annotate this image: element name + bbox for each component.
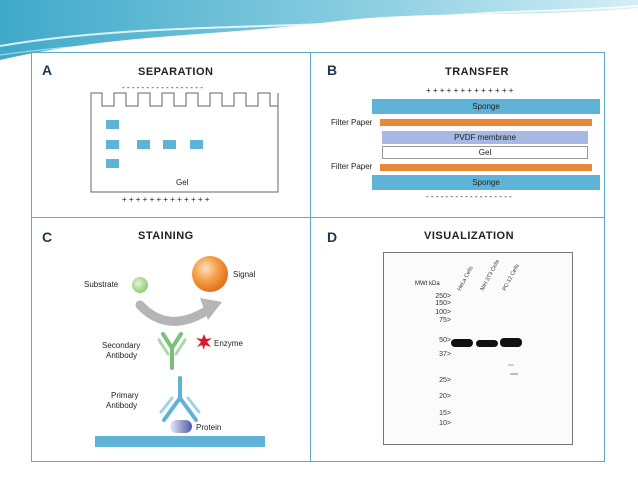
- primary-antibody-icon: [159, 376, 201, 422]
- header-swoosh-decoration: [0, 0, 638, 60]
- substrate-label: Substrate: [84, 280, 119, 289]
- protein-icon: [170, 420, 192, 433]
- panel-letter-d: D: [327, 229, 338, 245]
- marker-label: 15>: [439, 410, 451, 417]
- blot-band: [476, 340, 498, 347]
- gel-outline: [90, 92, 279, 193]
- gel-band: [106, 140, 119, 149]
- filter-paper-top: [380, 119, 592, 126]
- marker-label: 50>: [439, 337, 451, 344]
- primary-antibody-label-line2: Antibody: [106, 401, 138, 410]
- signal-label: Signal: [233, 270, 256, 279]
- gel-label: Gel: [176, 178, 189, 187]
- marker-label: 150>: [435, 300, 451, 307]
- blot-faint-band: [508, 364, 514, 366]
- gel-band: [106, 159, 119, 168]
- panel-title-visualization: VISUALIZATION: [424, 230, 515, 242]
- marker-label: 100>: [435, 309, 451, 316]
- panel-letter-c: C: [42, 229, 53, 245]
- mw-label: MWt kDa: [415, 281, 440, 287]
- panel-divider-vertical: [310, 52, 311, 462]
- blot-faint-band: [510, 373, 518, 375]
- signal-circle: [192, 256, 228, 292]
- marker-label: 37>: [439, 351, 451, 358]
- panel-letter-a: A: [42, 62, 53, 78]
- sponge-top: Sponge: [372, 99, 600, 114]
- marker-label: 75>: [439, 317, 451, 324]
- secondary-antibody-label-line2: Antibody: [106, 351, 138, 360]
- secondary-antibody-label-line1: Secondary: [102, 341, 141, 350]
- positive-charges-top: + + + + + + + + + + + + +: [426, 86, 514, 95]
- filter-paper-bottom: [380, 164, 592, 171]
- blot-band: [500, 338, 522, 347]
- secondary-antibody-icon: [157, 332, 187, 370]
- gel-layer: Gel: [382, 146, 588, 159]
- filter-paper-bottom-label: Filter Paper: [331, 162, 373, 171]
- filter-paper-top-label: Filter Paper: [331, 118, 373, 127]
- gel-band: [190, 140, 203, 149]
- marker-label: 10>: [439, 420, 451, 427]
- negative-charges-bottom: - - - - - - - - - - - - - - - - - -: [426, 192, 512, 201]
- figure-frame: [31, 52, 605, 462]
- reaction-arrow-icon: [135, 300, 213, 326]
- substrate-circle: [132, 277, 148, 293]
- western-blot-image: [383, 252, 573, 445]
- marker-label: 25>: [439, 377, 451, 384]
- primary-antibody-label-line1: Primary: [111, 391, 139, 400]
- membrane-bar: [95, 436, 265, 447]
- gel-band: [137, 140, 150, 149]
- enzyme-icon: [196, 334, 212, 350]
- gel-band: [106, 120, 119, 129]
- panel-divider-horizontal: [31, 217, 605, 218]
- blot-band: [451, 339, 473, 347]
- pvdf-membrane: PVDF membrane: [382, 131, 588, 144]
- sponge-bottom: Sponge: [372, 175, 600, 190]
- enzyme-label: Enzyme: [214, 339, 243, 348]
- negative-charges-top: - - - - - - - - - - - - - - - - -: [122, 83, 203, 92]
- positive-charges-bottom: + + + + + + + + + + + + +: [122, 195, 210, 204]
- panel-title-transfer: TRANSFER: [445, 66, 509, 78]
- panel-letter-b: B: [327, 62, 338, 78]
- protein-label: Protein: [196, 423, 222, 432]
- marker-label: 250>: [435, 293, 451, 300]
- panel-title-separation: SEPARATION: [138, 66, 214, 78]
- panel-title-staining: STAINING: [138, 230, 194, 242]
- marker-label: 20>: [439, 393, 451, 400]
- reaction-diagram: [132, 256, 228, 326]
- gel-band: [163, 140, 176, 149]
